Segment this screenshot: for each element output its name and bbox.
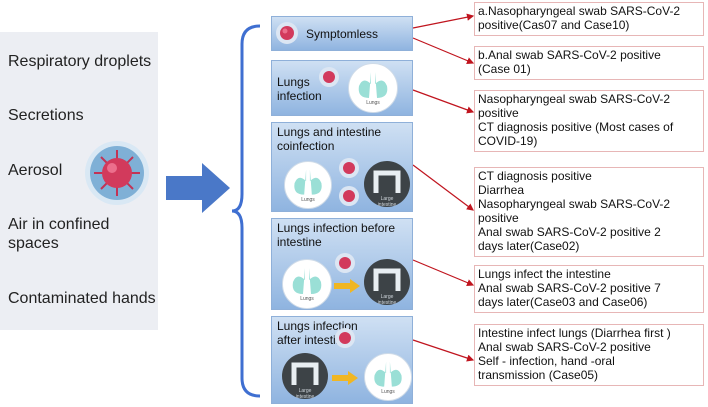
route-aerosol: Aerosol bbox=[8, 162, 63, 179]
coronavirus-icon bbox=[339, 158, 359, 178]
note-line: days later(Case03 and Case06) bbox=[478, 295, 648, 309]
note-line: (Case 01) bbox=[478, 62, 531, 76]
large-intestine-icon: Large intestine bbox=[364, 161, 410, 208]
note-line: CT diagnosis positive (Most cases of bbox=[478, 120, 674, 134]
organ-label: Lungs bbox=[381, 389, 395, 395]
coronavirus-icon bbox=[85, 141, 149, 205]
note-line: Anal swab SARS-CoV-2 positive bbox=[478, 340, 651, 354]
coronavirus-icon bbox=[276, 22, 298, 44]
note-line: Lungs infect the intestine bbox=[478, 267, 611, 281]
panel-lungs-before-intestine: Lungs infection before intestine Lungs L… bbox=[271, 218, 413, 310]
large-intestine-icon: Large intestine bbox=[282, 353, 328, 400]
note-line: COVID-19) bbox=[478, 134, 538, 148]
outcome-bracket bbox=[232, 24, 261, 398]
coronavirus-icon bbox=[335, 328, 355, 348]
note-line: Self - infection, hand -oral bbox=[478, 354, 615, 368]
note-coinfection: CT diagnosis positive Diarrhea Nasophary… bbox=[474, 167, 704, 257]
coronavirus-icon bbox=[339, 186, 359, 206]
lungs-icon: Lungs bbox=[284, 161, 332, 209]
coronavirus-icon bbox=[335, 253, 355, 273]
note-line: Anal swab SARS-CoV-2 positive 7 bbox=[478, 281, 661, 295]
note-line: Anal swab SARS-CoV-2 positive 2 bbox=[478, 225, 661, 239]
organ-label: Lungs bbox=[300, 296, 314, 302]
note-line: b.Anal swab SARS-CoV-2 positive bbox=[478, 48, 661, 62]
panel-title: Lungs infection before intestine bbox=[277, 221, 396, 249]
note-line: positive bbox=[478, 106, 519, 120]
note-line: Diarrhea bbox=[478, 183, 525, 197]
panel-title: Lungs infection after intestine bbox=[277, 319, 358, 347]
panel-lungs-infection: Lungs infection Lungs bbox=[271, 60, 413, 116]
panel-title: Lungs and intestine coinfection bbox=[277, 125, 382, 153]
note-lungs-infection: Nasopharyngeal swab SARS-CoV-2 positive … bbox=[474, 90, 704, 152]
panel-symptomless: Symptomless bbox=[271, 16, 413, 51]
note-lungs-after-intestine: Intestine infect lungs (Diarrhea first )… bbox=[474, 324, 704, 386]
large-intestine-icon: Large intestine bbox=[364, 259, 410, 306]
organ-label: Large intestine bbox=[377, 294, 397, 306]
note-lungs-before-intestine: Lungs infect the intestine Anal swab SAR… bbox=[474, 265, 704, 313]
route-contaminated-hands: Contaminated hands bbox=[8, 290, 156, 307]
note-line: transmission (Case05) bbox=[478, 368, 599, 382]
note-line: positive bbox=[478, 211, 519, 225]
note-line: CT diagnosis positive bbox=[478, 169, 592, 183]
note-anal-swab: b.Anal swab SARS-CoV-2 positive (Case 01… bbox=[474, 46, 704, 80]
route-secretions: Secretions bbox=[8, 107, 84, 124]
yellow-arrow-icon bbox=[334, 279, 360, 293]
organ-label: Large intestine bbox=[377, 196, 397, 208]
note-line: a.Nasopharyngeal swab SARS-CoV-2 bbox=[478, 4, 681, 18]
note-nasopharyngeal-swab: a.Nasopharyngeal swab SARS-CoV-2 positiv… bbox=[474, 2, 704, 36]
route-air-confined-spaces: Air in confined spaces bbox=[8, 216, 110, 252]
note-line: positive(Cas07 and Case10) bbox=[478, 18, 630, 32]
route-respiratory-droplets: Respiratory droplets bbox=[8, 53, 152, 70]
organ-label: Lungs bbox=[366, 100, 380, 106]
lungs-icon: Lungs bbox=[282, 259, 332, 309]
panel-lungs-intestine-coinfection: Lungs and intestine coinfection Lungs La… bbox=[271, 122, 413, 212]
coronavirus-icon bbox=[319, 67, 339, 87]
panel-title: Lungs infection bbox=[277, 75, 322, 103]
panel-lungs-after-intestine: Lungs infection after intestine Large in… bbox=[271, 316, 413, 404]
note-line: days later(Case02) bbox=[478, 239, 580, 253]
transmission-arrow bbox=[166, 163, 230, 213]
lungs-icon: Lungs bbox=[348, 63, 398, 113]
note-line: Intestine infect lungs (Diarrhea first ) bbox=[478, 326, 671, 340]
organ-label: Large intestine bbox=[295, 388, 315, 400]
yellow-arrow-icon bbox=[332, 371, 358, 385]
panel-title: Symptomless bbox=[306, 27, 379, 41]
organ-label: Lungs bbox=[301, 197, 315, 203]
lungs-icon: Lungs bbox=[364, 353, 412, 401]
note-line: Nasopharyngeal swab SARS-CoV-2 bbox=[478, 92, 671, 106]
note-line: Nasopharyngeal swab SARS-CoV-2 bbox=[478, 197, 671, 211]
